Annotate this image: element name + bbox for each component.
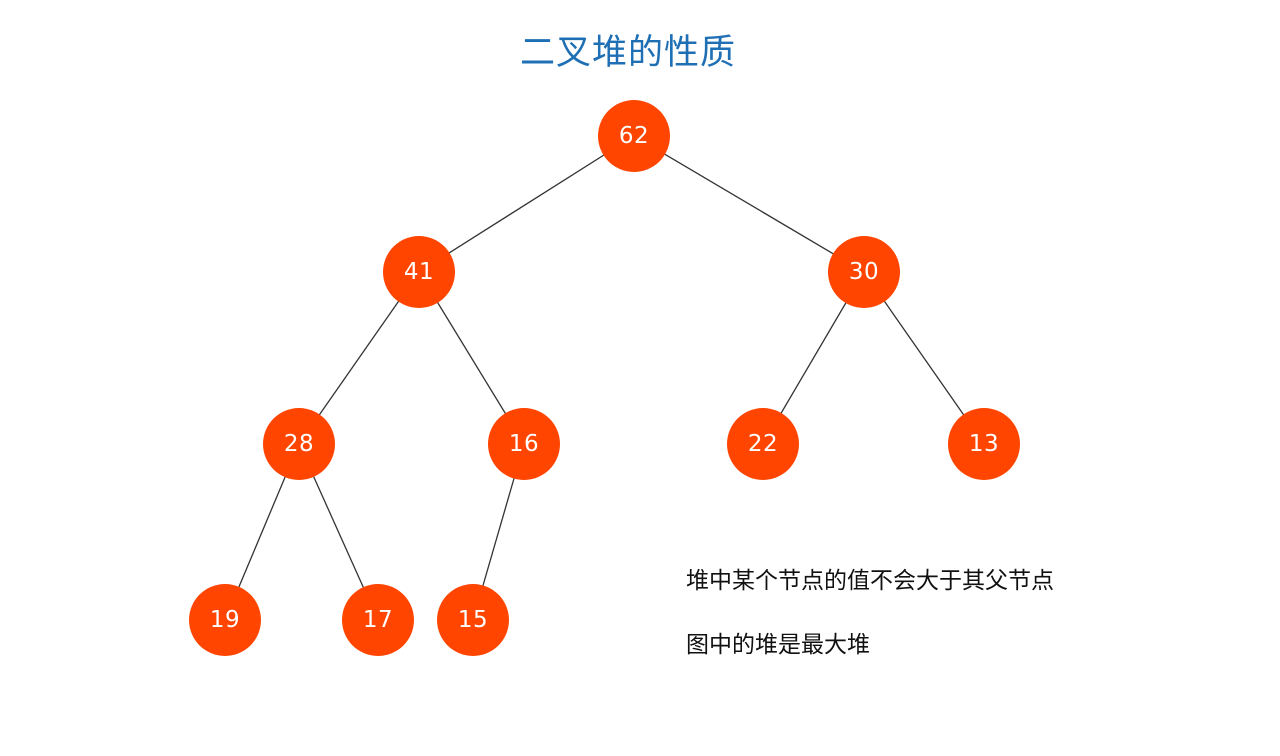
heap-node-value: 22	[747, 430, 779, 457]
heap-node-28[interactable]: 28	[263, 408, 335, 480]
heap-node-17[interactable]: 17	[342, 584, 414, 656]
heap-node-value: 19	[209, 606, 241, 633]
heap-node-value: 16	[508, 430, 540, 457]
heap-node-13[interactable]: 13	[948, 408, 1020, 480]
heap-node-value: 13	[968, 430, 1000, 457]
heap-node-30[interactable]: 30	[828, 236, 900, 308]
heap-node-value: 17	[362, 606, 394, 633]
heap-node-19[interactable]: 19	[189, 584, 261, 656]
heap-node-15[interactable]: 15	[437, 584, 509, 656]
note-line-1: 堆中某个节点的值不会大于其父节点	[686, 568, 1054, 594]
heap-node-41[interactable]: 41	[383, 236, 455, 308]
tree-edge-62-41	[418, 135, 635, 273]
heap-node-16[interactable]: 16	[488, 408, 560, 480]
note-line-2: 图中的堆是最大堆	[686, 632, 870, 658]
heap-node-62[interactable]: 62	[598, 100, 670, 172]
heap-node-22[interactable]: 22	[727, 408, 799, 480]
heap-node-value: 28	[283, 430, 315, 457]
tree-edge-62-30	[633, 135, 865, 273]
heap-node-value: 41	[403, 258, 435, 285]
notes-block: 堆中某个节点的值不会大于其父节点图中的堆是最大堆	[686, 566, 1206, 660]
heap-node-value: 15	[457, 606, 489, 633]
heap-node-value: 30	[848, 258, 880, 285]
heap-node-value: 62	[618, 122, 650, 149]
page-title: 二叉堆的性质	[519, 33, 736, 73]
